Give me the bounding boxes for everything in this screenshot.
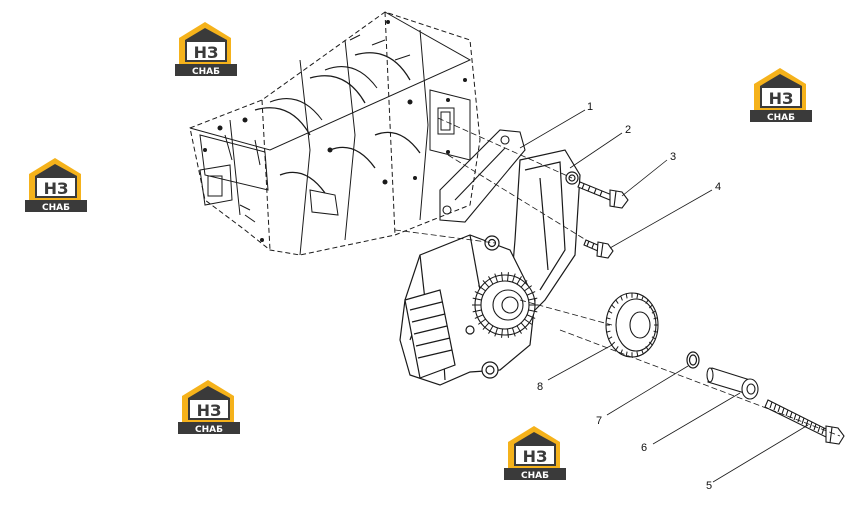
logo-caption: СНАБ	[42, 203, 70, 213]
gear-tooth	[625, 351, 628, 357]
gear-tooth	[524, 285, 532, 292]
gear-tooth	[474, 314, 484, 319]
callout-6: 6	[641, 442, 647, 454]
long-bolt	[764, 399, 845, 445]
drive-gear	[605, 292, 659, 358]
gear-tooth	[611, 341, 616, 346]
o-ring	[686, 351, 700, 369]
callout-4: 4	[715, 181, 721, 193]
pump-gear	[472, 272, 538, 338]
logo-caption: СНАБ	[767, 113, 795, 123]
logo-mark: НЗ	[197, 401, 222, 420]
gear-tooth	[608, 310, 613, 314]
logo-mark: НЗ	[194, 43, 219, 62]
gear-tooth	[472, 297, 482, 301]
logo-mark: НЗ	[523, 447, 548, 466]
gear-tooth	[615, 299, 619, 304]
gear-tooth	[653, 330, 658, 333]
gear-tooth	[526, 291, 536, 296]
gear-tooth	[645, 346, 649, 351]
gear-tooth	[645, 299, 649, 304]
logo-caption: СНАБ	[521, 471, 549, 481]
gear-tooth	[520, 322, 528, 330]
gear-tooth	[501, 328, 503, 338]
callout-1: 1	[587, 101, 593, 113]
logo-mark: НЗ	[769, 89, 794, 108]
gear-tooth	[474, 291, 484, 296]
gear-tooth	[520, 280, 528, 288]
gear-tooth	[488, 325, 494, 334]
gear-tooth	[482, 280, 490, 288]
bushing	[706, 367, 759, 400]
gear-tooth	[516, 276, 522, 285]
watermark-logo: НЗ СНАБ	[178, 380, 240, 435]
engine-block	[189, 11, 481, 256]
gear-tooth	[641, 349, 644, 355]
gear-tooth	[651, 310, 656, 314]
gear-tooth	[516, 325, 522, 334]
gear-tooth	[620, 349, 623, 355]
logo-caption: СНАБ	[195, 425, 223, 435]
callout-8: 8	[537, 381, 543, 393]
bolt-3	[577, 181, 629, 209]
gear-tooth	[494, 327, 499, 337]
watermark-logo: НЗ СНАБ	[175, 22, 237, 77]
callout-5: 5	[706, 480, 712, 492]
gear-tooth	[528, 297, 538, 301]
gear-tooth	[526, 314, 536, 319]
gear-tooth	[501, 272, 503, 282]
gear-tooth	[472, 309, 482, 313]
gear-tooth	[636, 293, 639, 299]
logo-mark: НЗ	[44, 179, 69, 198]
gear-tooth	[494, 273, 499, 283]
callouts: 1 2 3 4 5 6 7 8	[537, 101, 721, 492]
gear-tooth	[511, 327, 516, 337]
gear-tooth	[482, 322, 490, 330]
gear-tooth	[507, 272, 509, 282]
watermark-logo: НЗ СНАБ	[750, 68, 812, 123]
bolt-4	[583, 239, 614, 259]
gear-tooth	[636, 351, 639, 357]
gear-tooth	[651, 336, 656, 340]
gear-tooth	[641, 295, 644, 301]
gear-tooth	[608, 336, 613, 340]
block-holes	[203, 20, 467, 242]
logo-caption: СНАБ	[192, 67, 220, 77]
gear-tooth	[511, 273, 516, 283]
callout-3: 3	[670, 151, 676, 163]
watermark-logo: НЗ СНАБ	[504, 426, 566, 481]
gear-tooth	[615, 346, 619, 351]
gear-tooth	[524, 318, 532, 325]
gear-tooth	[606, 317, 611, 320]
callout-7: 7	[596, 415, 602, 427]
gear-tooth	[648, 304, 653, 309]
gear-tooth	[625, 293, 628, 299]
gear-tooth	[620, 295, 623, 301]
oil-pump-housing	[399, 149, 581, 386]
gear-tooth	[478, 318, 486, 325]
gear-tooth	[488, 276, 494, 285]
gear-tooth	[528, 309, 538, 313]
gear-tooth	[478, 285, 486, 292]
gear-tooth	[507, 328, 509, 338]
callout-2: 2	[625, 124, 631, 136]
watermark-logo: НЗ СНАБ	[25, 158, 87, 213]
gear-tooth	[653, 317, 658, 320]
gasket	[439, 129, 526, 223]
gear-tooth	[606, 330, 611, 333]
leader-lines	[519, 109, 809, 483]
gear-tooth	[611, 304, 616, 309]
gear-tooth	[648, 341, 653, 346]
